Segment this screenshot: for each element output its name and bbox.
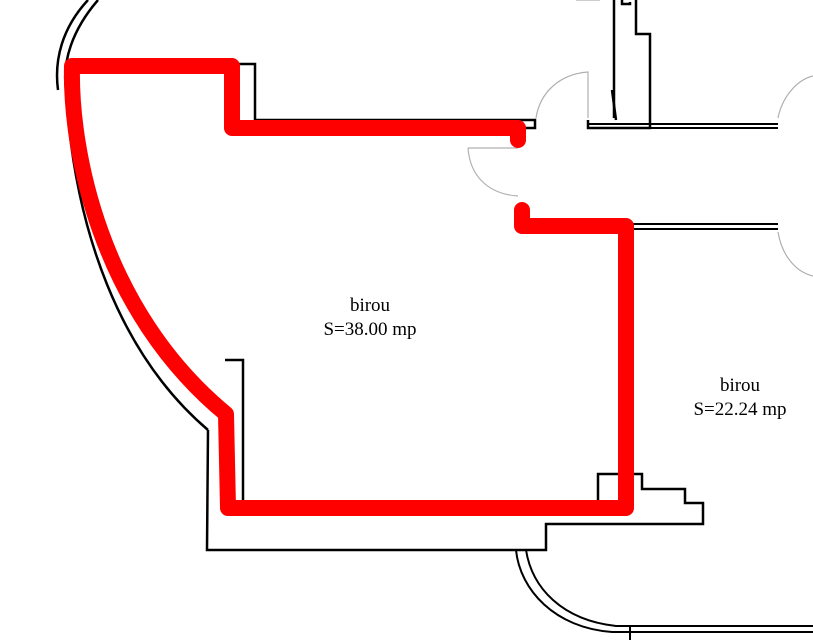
lower-curved-wall — [515, 549, 813, 633]
door-arc-right-mid — [777, 231, 813, 277]
room-name: birou — [719, 375, 761, 396]
room-area: S=38.00 mp — [323, 319, 417, 340]
outer-curved-wall-left-inner — [55, 0, 89, 91]
room-label-right: birou S=22.24 mp — [670, 374, 810, 422]
room-area: S=22.24 mp — [693, 399, 787, 420]
bottom-slab — [205, 429, 705, 552]
upper-partition-inner — [610, 0, 632, 121]
left-pier — [225, 358, 245, 500]
upper-partition — [586, 0, 652, 130]
door-arc-left-corridor — [467, 147, 519, 197]
room-boundary-highlight — [63, 58, 634, 516]
room-name: birou — [349, 295, 391, 316]
room-label-main: birou S=38.00 mp — [300, 294, 440, 342]
corridor-wall-mid — [630, 223, 778, 230]
corridor-wall-top — [588, 123, 778, 129]
top-wall-step — [232, 62, 537, 130]
door-arc-right-top — [777, 75, 813, 119]
door-arc-top-middle — [535, 71, 589, 119]
